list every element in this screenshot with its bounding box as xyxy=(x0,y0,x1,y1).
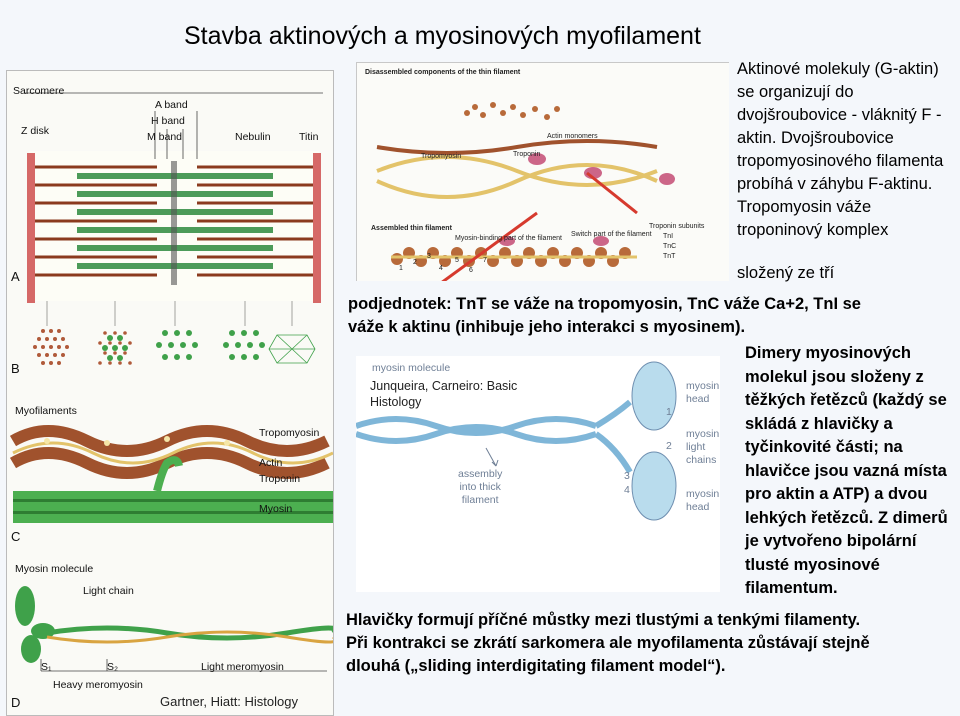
troponin-subunits-label: Troponin subunits xyxy=(649,223,705,230)
myofilaments-label: Myofilaments xyxy=(15,405,77,417)
panel-label-a: A xyxy=(11,269,20,284)
light-meromyosin-label: Light meromyosin xyxy=(201,661,284,673)
thin-num-5: 5 xyxy=(455,257,459,264)
thin-num-3: 3 xyxy=(427,253,431,260)
tropomyosin-label: Tropomyosin xyxy=(259,427,320,439)
myosin-molecule-illustration xyxy=(356,361,677,521)
myosin-light-chains-label: myosin light chains xyxy=(686,428,720,466)
myosin-num-3: 3 xyxy=(624,470,630,482)
page-title: Stavba aktinových a myosinových myofilam… xyxy=(184,22,701,50)
assembled-label: Assembled thin filament xyxy=(371,225,452,232)
sarcomere-figure: A B C D Sarcomere Z disk A band H band M… xyxy=(6,70,334,716)
myosin-source-line1: Junqueira, Carneiro: Basic xyxy=(370,379,518,393)
heavy-meromyosin-label: Heavy meromyosin xyxy=(53,679,143,691)
paragraph-crossbridges: Hlavičky formují příčné můstky mezi tlus… xyxy=(346,609,951,678)
tnc-label: TnC xyxy=(663,243,677,250)
sarcomere-illustration xyxy=(9,92,333,672)
thin-troponin-label: Troponin xyxy=(513,151,541,158)
paragraph-troponin-line1: podjednotek: TnT se váže na tropomyosin,… xyxy=(348,295,861,313)
paragraph-myosin: Dimery myosinových molekul jsou složeny … xyxy=(745,344,948,597)
myosin-molecule-label: Myosin molecule xyxy=(15,563,94,575)
thin-num-4: 4 xyxy=(439,265,443,272)
binding-part-label: Myosin-binding part of the filament xyxy=(455,235,562,242)
myosin-head-bottom-label: myosin head xyxy=(686,488,720,513)
myosin-num-4: 4 xyxy=(624,484,630,496)
paragraph-troponin-line2: váže k aktinu (inhibuje jeho interakci s… xyxy=(348,318,746,336)
troponin-label: Troponin xyxy=(259,473,301,485)
s2-label: S₂ xyxy=(107,661,119,673)
thin-filament-illustration xyxy=(376,102,675,281)
thin-num-1: 1 xyxy=(399,265,403,272)
actin-monomers-label: Actin monomers xyxy=(547,133,598,140)
sarcomere-label: Sarcomere xyxy=(13,85,65,97)
paragraph-actin-last-line: složený ze tří xyxy=(737,264,835,282)
switch-part-label: Switch part of the filament xyxy=(571,231,652,238)
myosin-head-top-label: myosin head xyxy=(686,380,720,405)
z-disk-label: Z disk xyxy=(21,125,50,137)
myosin-num-1: 1 xyxy=(666,406,672,418)
myosin-molecule-title: myosin molecule xyxy=(372,362,451,374)
actin-label: Actin xyxy=(259,457,283,469)
left-figure-source: Gartner, Hiatt: Histology xyxy=(160,694,298,709)
a-band-label: A band xyxy=(155,99,188,111)
paragraph-crossbridges-line1: Hlavičky formují příčné můstky mezi tlus… xyxy=(346,611,861,629)
myosin-source-line2: Histology xyxy=(370,395,422,409)
thin-num-2: 2 xyxy=(413,259,417,266)
tnt-label: TnT xyxy=(663,253,676,260)
panel-label-c: C xyxy=(11,529,21,544)
s1-label: S₁ xyxy=(41,661,52,673)
disassembled-label: Disassembled components of the thin fila… xyxy=(365,69,521,76)
paragraph-actin: Aktinové molekuly (G-aktin) se organizuj… xyxy=(737,60,944,239)
titin-label: Titin xyxy=(299,131,319,143)
thin-tropomyosin-label: Tropomyosin xyxy=(421,153,462,160)
panel-label-d: D xyxy=(11,695,21,710)
h-band-label: H band xyxy=(151,115,185,127)
light-chain-label: Light chain xyxy=(83,585,134,597)
assembly-label: assembly into thick filament xyxy=(458,468,503,506)
myosin-label: Myosin xyxy=(259,503,293,515)
thin-num-7: 7 xyxy=(483,257,487,264)
myosin-molecule-figure: myosin molecule assembly into thick fila… xyxy=(356,356,720,592)
nebulin-label: Nebulin xyxy=(235,131,271,143)
paragraph-troponin: podjednotek: TnT se váže na tropomyosin,… xyxy=(348,293,948,339)
m-band-label: M band xyxy=(147,131,183,143)
paragraph-crossbridges-line2: Při kontrakci se zkrátí sarkomera ale my… xyxy=(346,634,870,652)
thin-filament-figure: Disassembled components of the thin fila… xyxy=(356,62,729,281)
paragraph-crossbridges-line3: dlouhá („sliding interdigitating filamen… xyxy=(346,657,726,675)
thin-num-6: 6 xyxy=(469,267,473,274)
panel-label-b: B xyxy=(11,361,20,376)
myosin-num-2: 2 xyxy=(666,440,672,452)
tni-label: TnI xyxy=(663,233,674,240)
myosin-source: Junqueira, Carneiro: Basic Histology xyxy=(370,378,517,410)
